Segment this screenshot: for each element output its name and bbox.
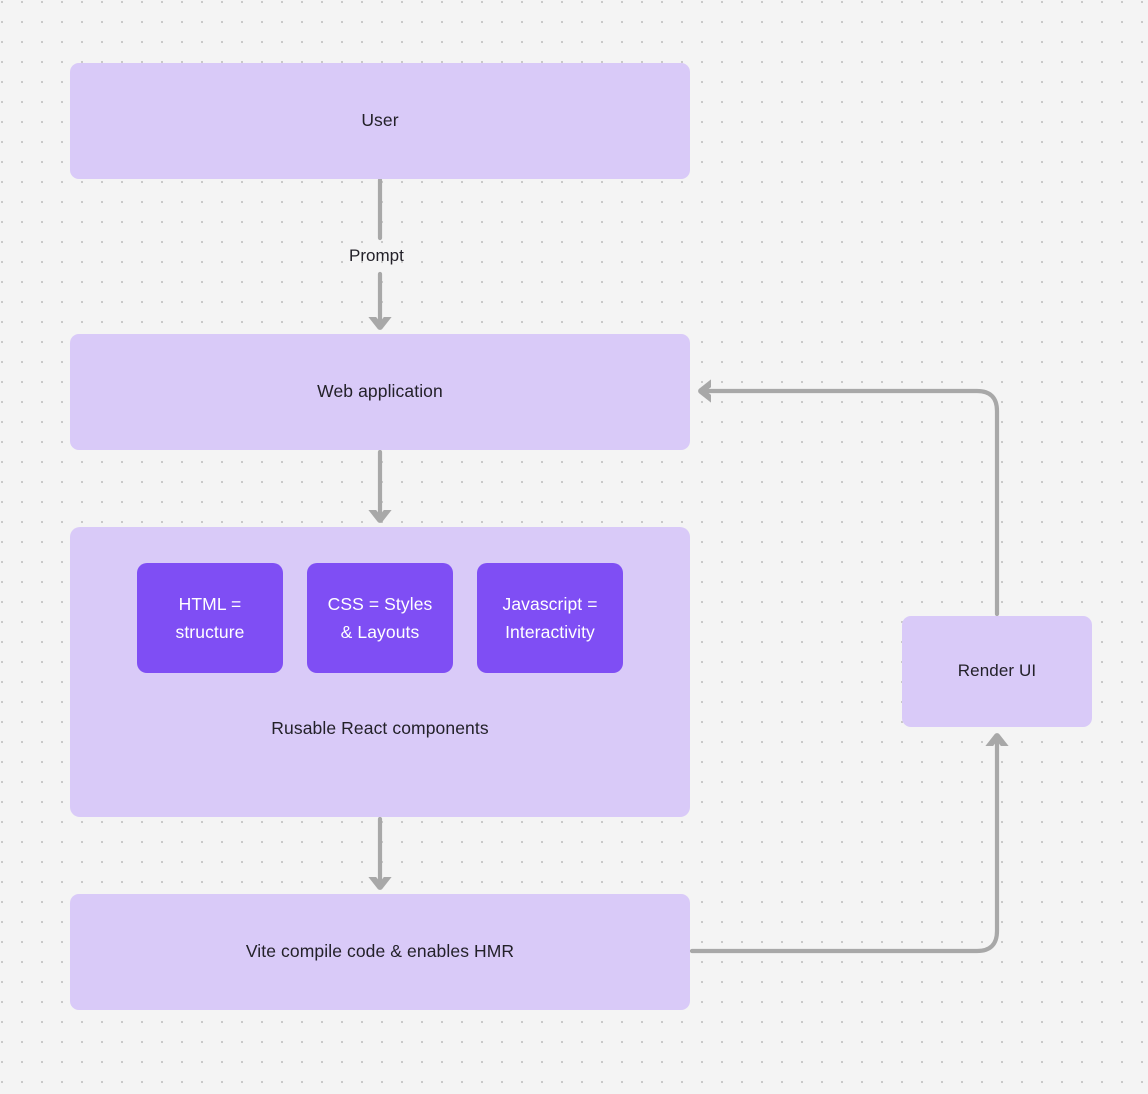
node-vite-label: Vite compile code & enables HMR [245, 941, 515, 962]
node-components-group[interactable]: HTML = structure CSS = Styles & Layouts … [70, 527, 690, 817]
chip-html-line1: HTML = [178, 593, 242, 614]
chip-css-line1: CSS = Styles [327, 593, 433, 614]
chip-html-line2: structure [175, 622, 245, 642]
node-render-ui-label: Render UI [957, 661, 1037, 681]
node-user[interactable]: User [70, 63, 690, 179]
edge-render-to-webapp [702, 391, 1000, 617]
edge-vite-to-render [689, 737, 997, 954]
chip-javascript-line1: Javascript = [502, 593, 598, 614]
node-web-application-label: Web application [317, 381, 443, 402]
chip-css[interactable]: CSS = Styles & Layouts [307, 563, 453, 673]
chip-javascript-line2: Interactivity [505, 622, 595, 642]
chip-css-line2: & Layouts [340, 622, 420, 642]
chip-javascript[interactable]: Javascript = Interactivity [477, 563, 623, 673]
node-render-ui[interactable]: Render UI [902, 616, 1092, 727]
components-group-caption: Rusable React components [271, 718, 489, 738]
chip-html[interactable]: HTML = structure [137, 563, 283, 673]
edge-label-prompt: Prompt [349, 246, 404, 265]
node-web-application[interactable]: Web application [70, 334, 690, 450]
node-user-label: User [361, 110, 399, 131]
component-chip-row: HTML = structure CSS = Styles & Layouts … [70, 563, 690, 673]
node-vite[interactable]: Vite compile code & enables HMR [70, 894, 690, 1010]
